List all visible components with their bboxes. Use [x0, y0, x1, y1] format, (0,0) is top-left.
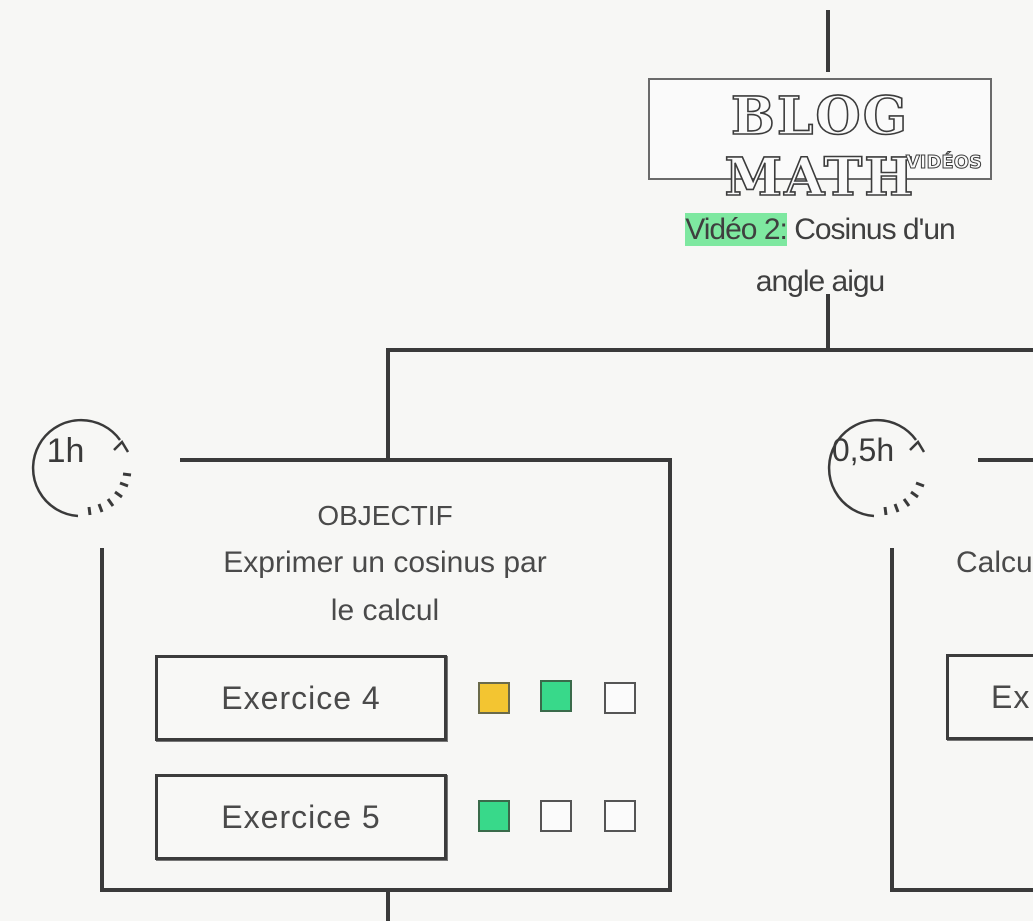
- logo-subtitle: VIDÉOS: [905, 152, 982, 174]
- exercise-5-level-2: [540, 800, 572, 832]
- duration-timer-right: 0,5h: [814, 398, 926, 518]
- duration-timer-left: 1h: [18, 398, 132, 518]
- right-exercise-partial: Ex: [991, 678, 1031, 715]
- exercise-4-level-1: [478, 682, 510, 714]
- card-right-left-border: [890, 548, 894, 892]
- connector-top: [826, 10, 830, 72]
- card-left-bottom-border: [100, 888, 672, 892]
- connector-left-drop: [386, 348, 390, 460]
- video-title: Vidéo 2: Cosinus d'un angle aigu: [600, 204, 1033, 308]
- blog-math-logo: BLOG MATH VIDÉOS: [648, 78, 992, 209]
- video-title-line1: Cosinus d'un: [794, 213, 955, 246]
- duration-label-left: 1h: [46, 432, 85, 470]
- card-left-top-border: [180, 458, 672, 462]
- objective-line2: le calcul: [330, 594, 440, 627]
- objective-heading: OBJECTIF: [317, 500, 453, 531]
- exercise-4-level-2: [540, 680, 572, 712]
- timer-circle-icon: [827, 418, 926, 518]
- video-separator: :: [779, 213, 788, 246]
- connector-bottom: [386, 892, 390, 921]
- exercise-5-button[interactable]: Exercice 5: [155, 774, 447, 860]
- video-title-line2: angle aigu: [755, 265, 885, 298]
- duration-label-right: 0,5h: [831, 432, 895, 468]
- card-left-left-border: [100, 548, 104, 892]
- video-number: Vidéo 2: [685, 213, 781, 246]
- card-right-top-border: [978, 458, 1033, 462]
- right-objective-partial: Calcu: [956, 546, 1033, 579]
- exercise-4-button[interactable]: Exercice 4: [155, 655, 447, 741]
- logo-title: BLOG MATH: [724, 85, 916, 209]
- card-right-bottom-border: [890, 888, 1033, 892]
- timer-circle-icon: [31, 418, 132, 518]
- right-exercise-button[interactable]: Ex: [946, 654, 1033, 740]
- objective-line1: Exprimer un cosinus par: [223, 546, 547, 579]
- exercise-5-level-3: [604, 800, 636, 832]
- connector-mid: [826, 294, 830, 352]
- connector-horizontal: [386, 348, 1033, 352]
- exercise-5-level-1: [478, 800, 510, 832]
- card-left-right-border: [668, 458, 672, 892]
- exercise-4-level-3: [604, 682, 636, 714]
